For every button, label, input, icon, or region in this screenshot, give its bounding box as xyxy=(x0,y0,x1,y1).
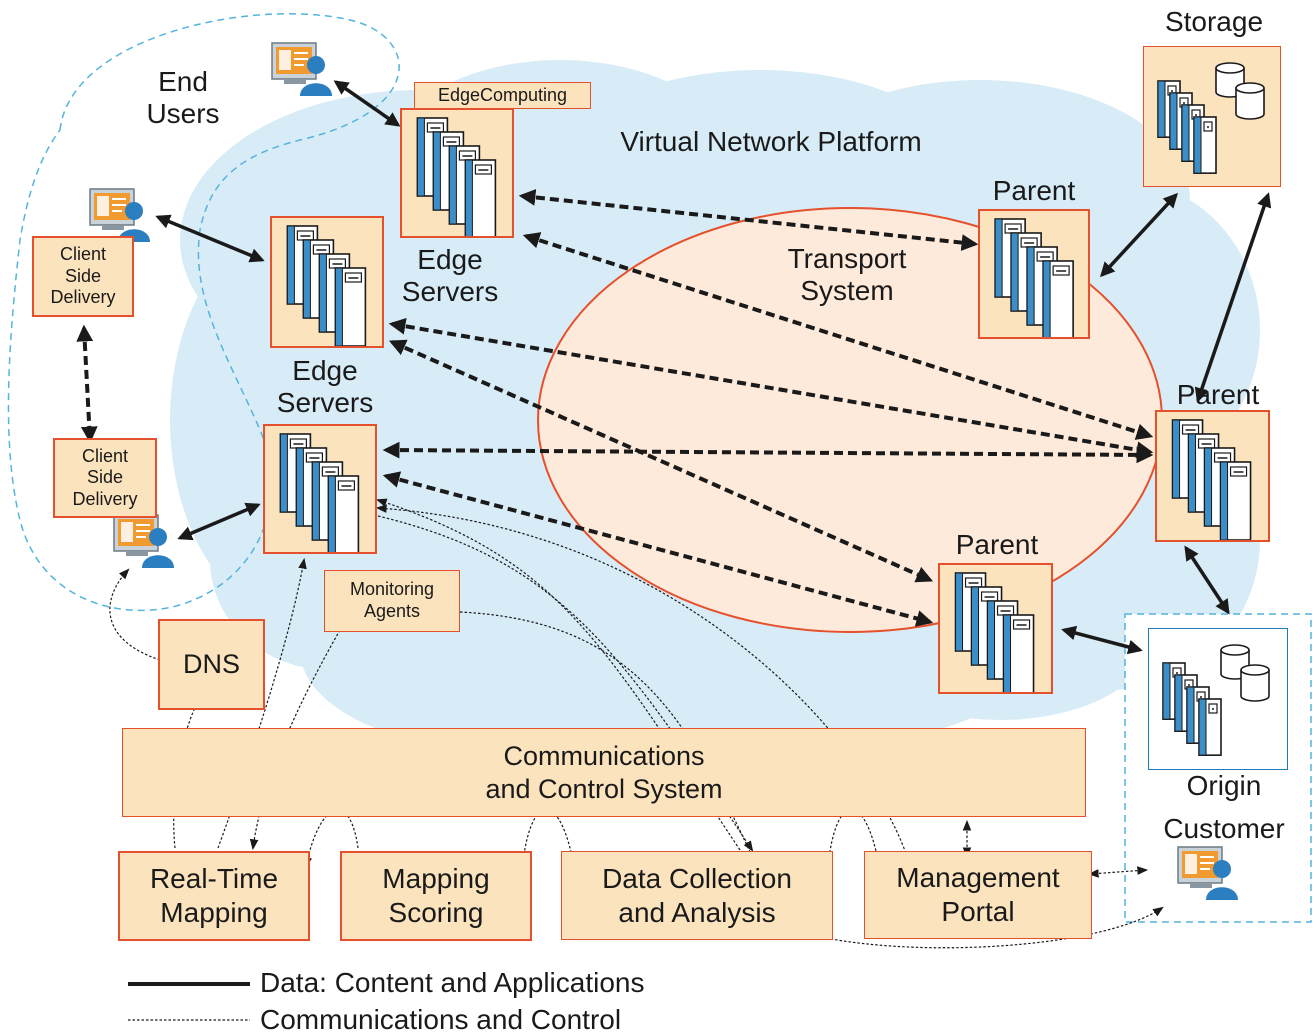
arrow-storage-parent-right xyxy=(1194,192,1272,403)
arrow-parent-right-origin xyxy=(1184,545,1230,615)
mapping-scoring[interactable]: Mapping Scoring xyxy=(340,851,532,941)
user-workstation-icon[interactable] xyxy=(270,41,334,97)
edge-computing-label: EdgeComputing xyxy=(437,84,568,105)
ctrl-portal-customer xyxy=(1087,866,1149,878)
data-collection-analysis[interactable]: Data Collection and Analysis xyxy=(561,851,833,940)
arrow-user-edge-left xyxy=(155,214,265,263)
end-users-region xyxy=(7,13,400,612)
virtual-network-platform-label: Virtual Network Platform xyxy=(620,126,922,157)
server-stack-icon xyxy=(1171,419,1252,541)
legend-control-label: Communications and Control xyxy=(260,1004,622,1035)
parent-node-top[interactable] xyxy=(978,209,1090,340)
end-users-label: End Users xyxy=(146,66,220,130)
arrow-edge2-parent-bottom xyxy=(382,471,934,627)
comm-control-system[interactable]: Communications and Control System xyxy=(122,728,1086,817)
dns[interactable]: DNS xyxy=(158,619,265,710)
parent-node-bottom[interactable] xyxy=(938,563,1053,694)
origin-node[interactable] xyxy=(1148,628,1288,770)
dns-label: DNS xyxy=(182,649,240,680)
monitoring-agents-label: Monitoring Agents xyxy=(349,579,435,621)
arrow-user-edge-top xyxy=(333,80,401,127)
monitoring-agents[interactable]: Monitoring Agents xyxy=(324,570,460,632)
user-workstation-icon[interactable] xyxy=(112,513,176,569)
client-side-delivery-label: Client Side Delivery xyxy=(50,244,116,308)
arrow-edge2-parent-right xyxy=(382,441,1154,464)
real-time-mapping[interactable]: Real-Time Mapping xyxy=(118,851,310,941)
server-stack-icon xyxy=(994,218,1074,340)
management-portal[interactable]: Management Portal xyxy=(864,851,1092,939)
transport-system-label: Transport System xyxy=(787,243,907,307)
arrow-user-edge-bottom xyxy=(177,502,261,541)
legend-data-label: Data: Content and Applications xyxy=(260,967,645,998)
edge-server-node-2[interactable] xyxy=(263,424,377,555)
client-side-delivery-2[interactable]: Client Side Delivery xyxy=(53,438,157,518)
origin-label: Origin xyxy=(1186,770,1262,801)
arrow-parent-bottom-origin xyxy=(1061,625,1143,655)
server-stack-icon xyxy=(279,433,360,555)
management-portal-label: Management Portal xyxy=(896,862,1060,927)
user-workstation-icon[interactable] xyxy=(88,187,152,243)
parent-label-right: Parent xyxy=(1176,379,1260,410)
real-time-mapping-label: Real-Time Mapping xyxy=(149,863,279,928)
parent-label-bottom: Parent xyxy=(955,529,1039,560)
parent-label-top: Parent xyxy=(992,175,1076,206)
storage-node[interactable] xyxy=(1143,46,1281,187)
storage-label: Storage xyxy=(1164,6,1264,37)
database-icon xyxy=(1162,644,1270,756)
edge-computing-label-box: EdgeComputing xyxy=(414,82,591,109)
server-stack-icon xyxy=(286,225,367,347)
database-icon xyxy=(1157,62,1265,174)
client-side-delivery-1[interactable]: Client Side Delivery xyxy=(32,236,134,317)
ctrl-dns-user xyxy=(109,568,161,661)
customer-label: Customer xyxy=(1163,813,1285,844)
mapping-scoring-label: Mapping Scoring xyxy=(382,863,490,928)
arrow-csd-csd xyxy=(76,324,98,444)
edge-servers-label-middle: Edge Servers xyxy=(276,355,374,419)
edge-servers-label-top: Edge Servers xyxy=(401,244,499,308)
server-stack-icon xyxy=(954,572,1035,694)
server-stack-icon xyxy=(416,117,497,239)
client-side-delivery-label: Client Side Delivery xyxy=(72,445,138,509)
user-workstation-icon[interactable] xyxy=(1176,845,1240,901)
edge-server-node-1[interactable] xyxy=(270,216,384,348)
data-collection-label: Data Collection and Analysis xyxy=(602,862,792,928)
ctrl-data-customer xyxy=(799,906,1164,949)
comm-control-system-label: Communications and Control System xyxy=(485,741,723,804)
parent-node-right[interactable] xyxy=(1155,410,1270,542)
edge-computing-node[interactable] xyxy=(400,108,514,239)
ctrl-data-mapscore xyxy=(518,808,575,873)
